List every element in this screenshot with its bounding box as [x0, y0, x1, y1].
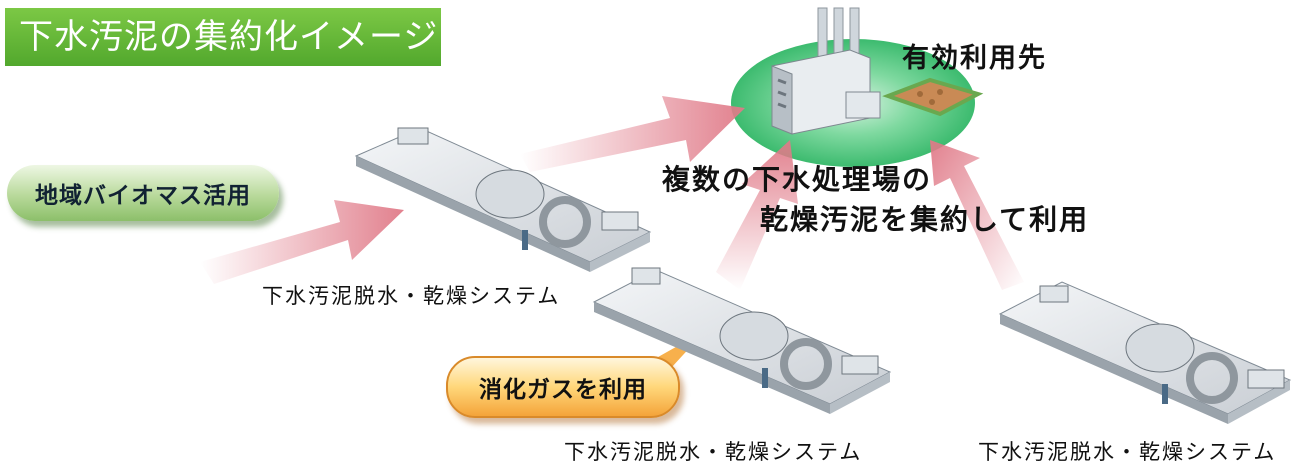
factory-icon — [771, 7, 881, 135]
plant-illustration-1 — [354, 127, 652, 272]
arrow-to-destination-3 — [930, 140, 1024, 290]
arrow-biomass — [200, 200, 404, 284]
diagram-title: 下水汚泥の集約化イメージ — [5, 8, 441, 66]
arrow-to-destination-2 — [716, 140, 798, 290]
destination-label: 有効利用先 — [902, 43, 1047, 74]
digestion-gas-label: 消化ガスを利用 — [479, 377, 647, 403]
plant-illustration-3 — [998, 281, 1292, 424]
center-message-line1: 複数の下水処理場の — [662, 163, 933, 196]
system-label-3: 下水汚泥脱水・乾燥システム — [978, 440, 1277, 464]
biomass-label: 地域バイオマス活用 — [35, 183, 251, 209]
digestion-gas-badge: 消化ガスを利用 — [446, 356, 680, 418]
system-label-2: 下水汚泥脱水・乾燥システム — [564, 440, 863, 464]
farmland-icon — [882, 77, 984, 117]
biomass-badge: 地域バイオマス活用 — [7, 165, 279, 221]
plant-illustration-2 — [592, 267, 892, 414]
arrow-to-destination-1 — [520, 96, 745, 172]
system-label-1: 下水汚泥脱水・乾燥システム — [262, 284, 561, 308]
center-message-line2: 乾燥汚泥を集約して利用 — [760, 203, 1090, 236]
